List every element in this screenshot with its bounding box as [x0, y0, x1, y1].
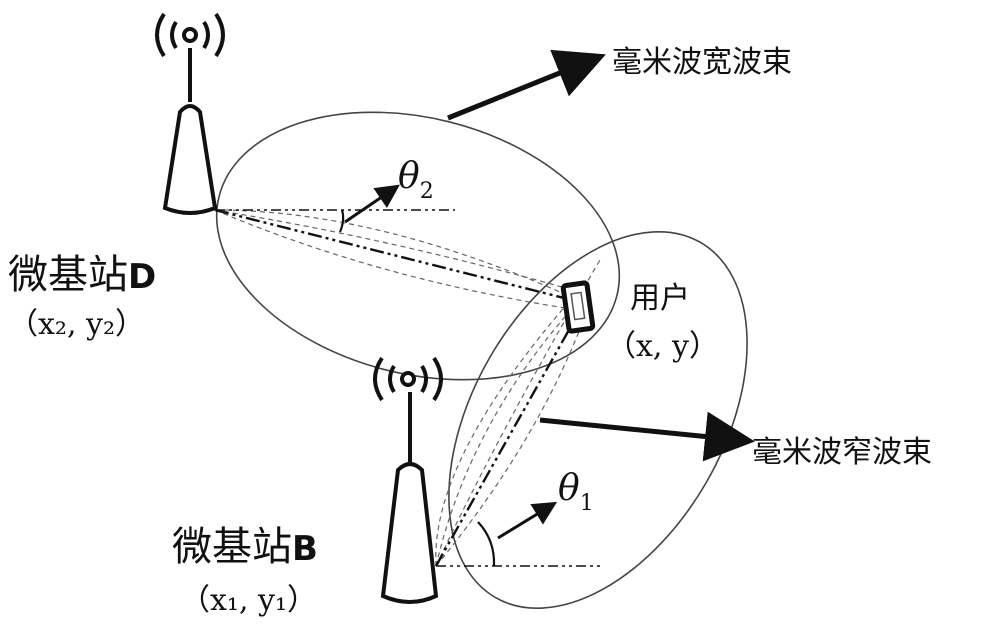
theta1-label: θ1	[558, 468, 594, 516]
wide-beam-pointer-arrow	[447, 49, 606, 121]
wide-beam-ellipse	[215, 111, 621, 381]
station-b-coord: （x₁, y₁）	[180, 583, 317, 618]
theta1-angle-arc	[477, 521, 496, 567]
wide-beam-label: 毫米波宽波束	[612, 45, 792, 80]
station-d-label: 微基站D	[8, 252, 156, 298]
station-b-label: 微基站B	[172, 524, 318, 570]
theta1-arrow	[497, 501, 558, 540]
station-b-antenna-icon	[373, 356, 443, 604]
user-phone-icon	[560, 280, 596, 334]
station-d-beam-axis	[214, 208, 573, 302]
station-b-beam-axis	[434, 304, 585, 567]
station-d-beam-lobes	[214, 209, 591, 311]
user-label: 用户	[630, 281, 690, 316]
narrow-beam-ellipse	[448, 230, 748, 610]
theta2-arrow	[344, 184, 400, 224]
user-coord: （x, y）	[606, 329, 719, 364]
station-d-coord: （x₂, y₂）	[8, 307, 145, 342]
narrow-beam-pointer-arrow	[539, 411, 755, 462]
station-d-antenna-icon	[155, 12, 225, 215]
theta2-label: θ2	[398, 156, 434, 204]
theta2-angle-arc	[338, 209, 345, 233]
station-b-beam-lobes	[435, 259, 601, 567]
narrow-beam-label: 毫米波窄波束	[752, 435, 932, 470]
